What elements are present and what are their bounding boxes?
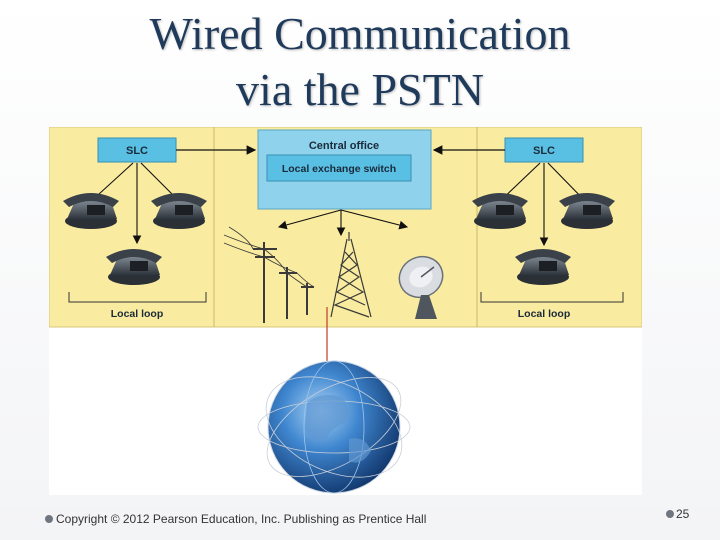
local-exchange-switch-label: Local exchange switch xyxy=(282,163,396,175)
right-local-loop-label: Local loop xyxy=(518,308,571,320)
slide-title: Wired Communication via the PSTN xyxy=(0,6,720,118)
phone-icon xyxy=(559,193,615,229)
footer-bullet-right xyxy=(666,510,674,518)
phone-icon xyxy=(106,249,162,285)
slide-title-line-1: Wired Communication xyxy=(0,6,720,62)
copyright-text: Copyright © 2012 Pearson Education, Inc.… xyxy=(56,512,426,526)
globe-icon xyxy=(250,357,418,495)
right-slc-label: SLC xyxy=(533,145,555,157)
page-number: 25 xyxy=(676,507,689,521)
slide-title-line-2: via the PSTN xyxy=(0,62,720,118)
phone-icon xyxy=(151,193,207,229)
left-slc-label: SLC xyxy=(126,145,148,157)
phone-icon xyxy=(515,249,571,285)
phone-icon xyxy=(472,193,528,229)
central-office-label: Central office xyxy=(309,140,379,152)
left-local-loop-label: Local loop xyxy=(111,308,164,320)
phone-icon xyxy=(63,193,119,229)
pstn-diagram: Central office Local exchange switch SLC… xyxy=(49,127,642,495)
footer-bullet-left xyxy=(45,515,53,523)
